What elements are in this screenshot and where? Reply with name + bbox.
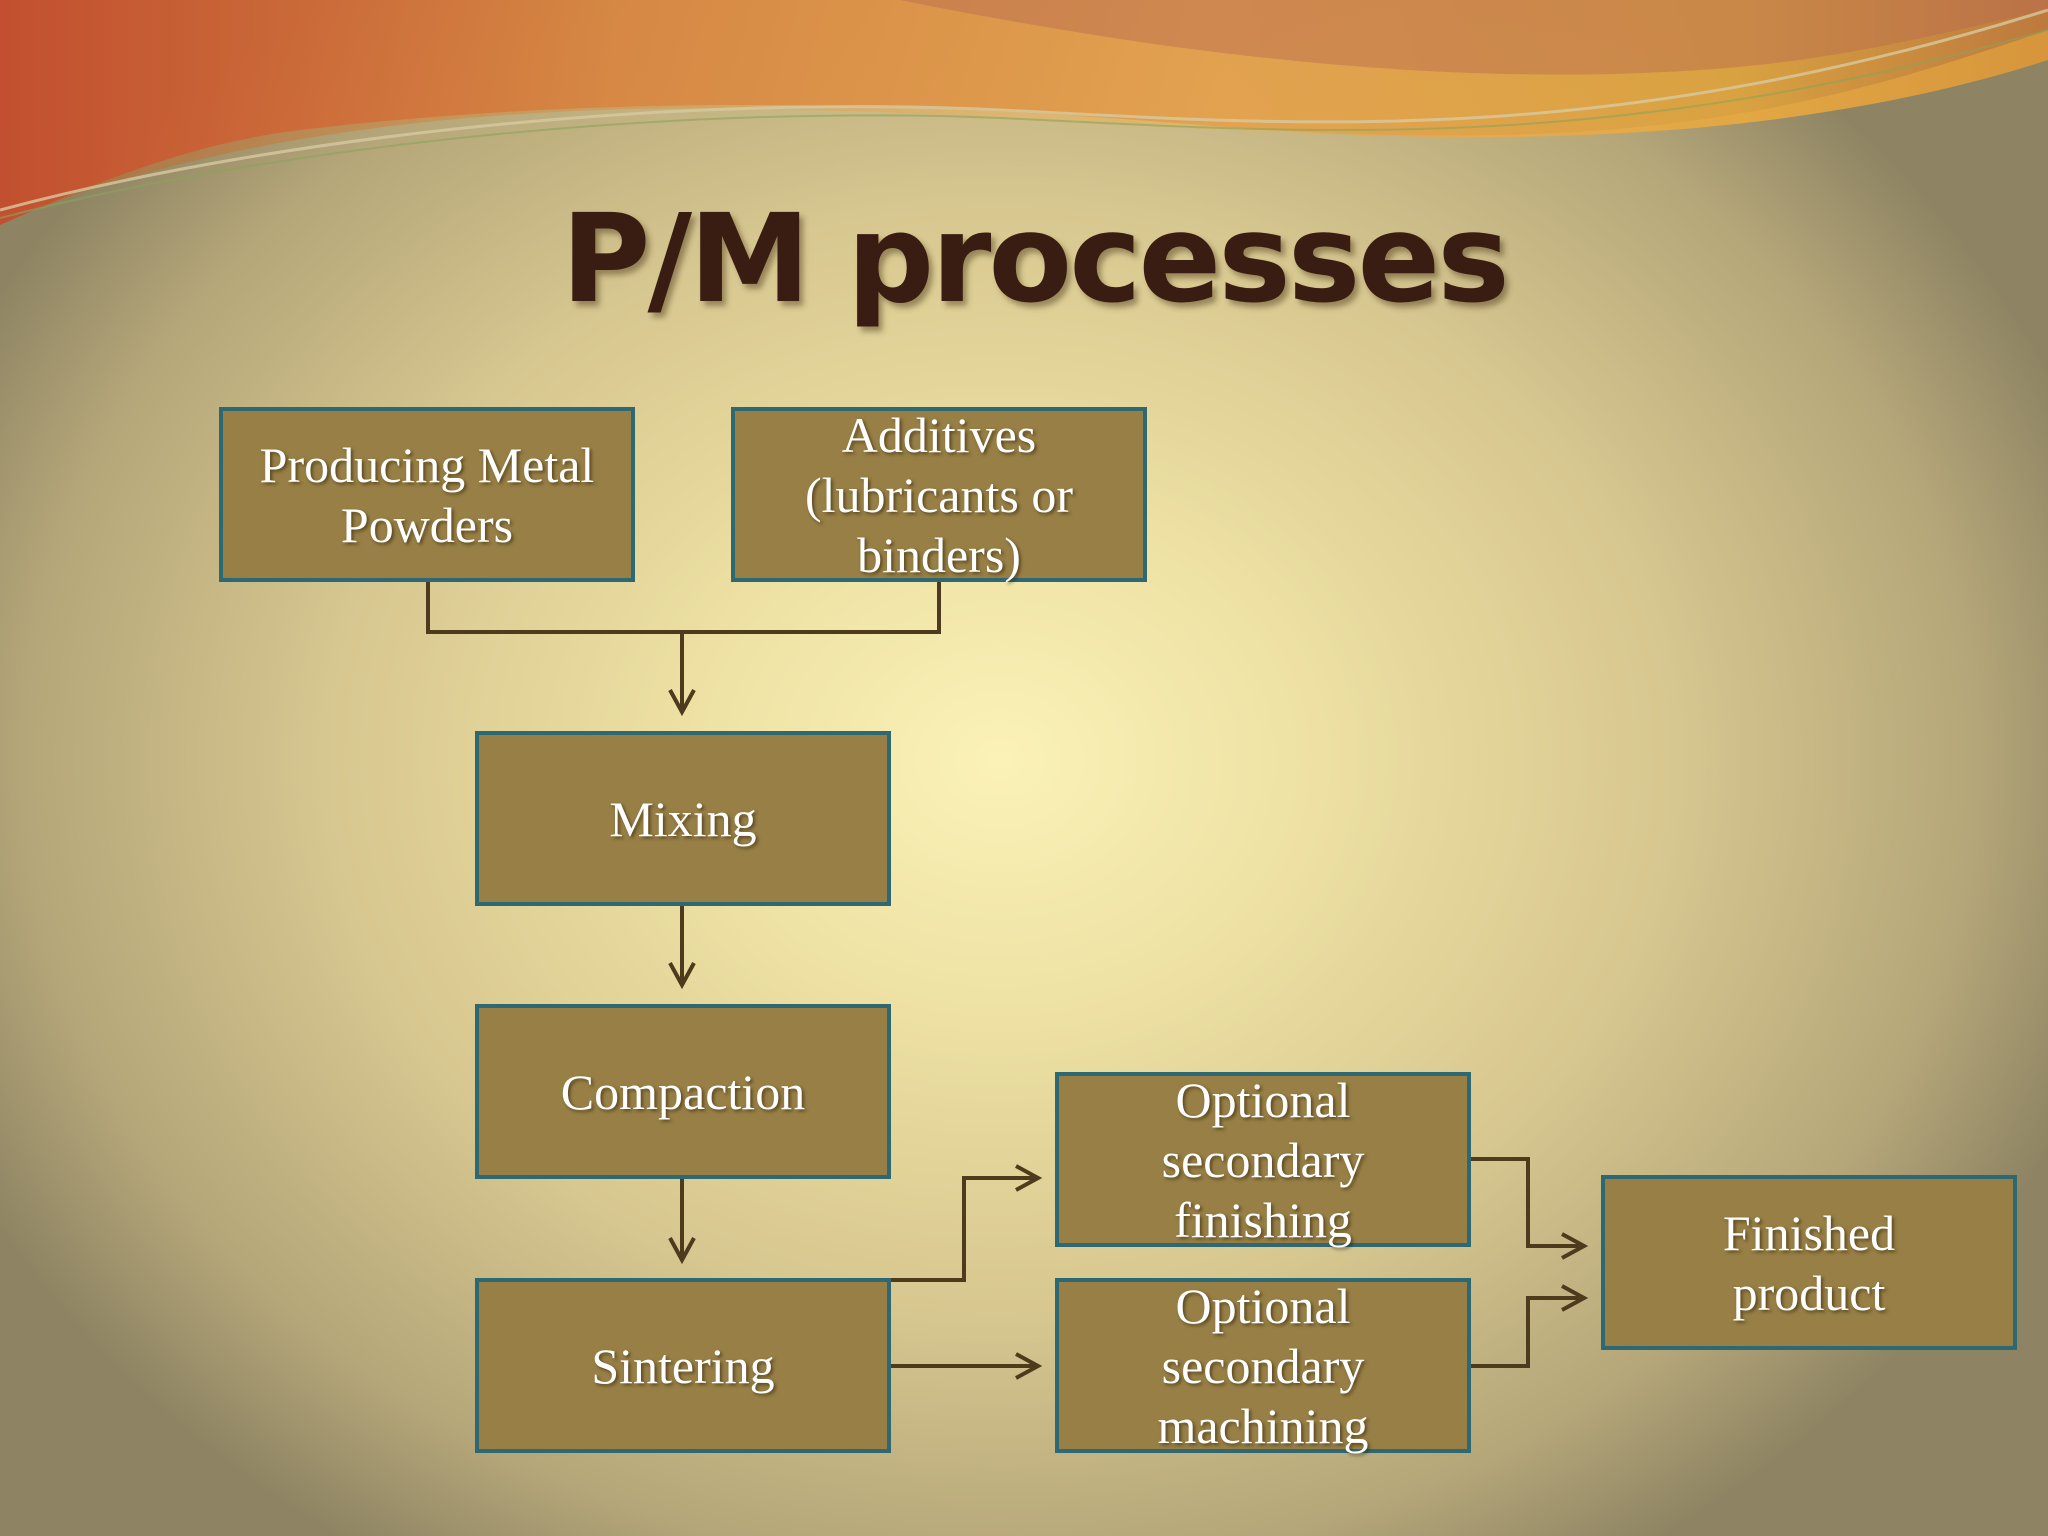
node-compaction: Compaction [475, 1004, 891, 1179]
node-label: Finished product [1722, 1204, 1896, 1321]
node-label: Sintering [591, 1337, 775, 1394]
slide-title: P/M processes [561, 188, 1510, 330]
node-label: Optional secondary machining [1157, 1277, 1369, 1454]
connector-additives-to-mixing [682, 582, 941, 634]
connector-sintering-to-finishing [888, 1178, 1038, 1282]
node-label: Optional secondary finishing [1161, 1071, 1365, 1248]
node-optional-secondary-finishing: Optional secondary finishing [1055, 1071, 1471, 1248]
node-finished-product: Finished product [1601, 1175, 2017, 1350]
node-optional-secondary-machining: Optional secondary machining [1055, 1277, 1471, 1454]
node-label: Producing Metal Powders [259, 436, 595, 553]
node-sintering: Sintering [475, 1278, 891, 1453]
node-producing-metal-powders: Producing Metal Powders [219, 407, 635, 582]
connector-machining-to-finished [1468, 1298, 1584, 1368]
node-label: Compaction [560, 1063, 806, 1120]
connector-powders-to-mixing [426, 582, 682, 712]
node-mixing: Mixing [475, 731, 891, 906]
node-label: Mixing [609, 790, 757, 847]
connector-finishing-to-finished [1468, 1157, 1584, 1246]
decorative-wave-banner [0, 0, 2048, 225]
node-label: Additives (lubricants or binders) [805, 406, 1073, 583]
node-additives: Additives (lubricants or binders) [731, 406, 1147, 583]
